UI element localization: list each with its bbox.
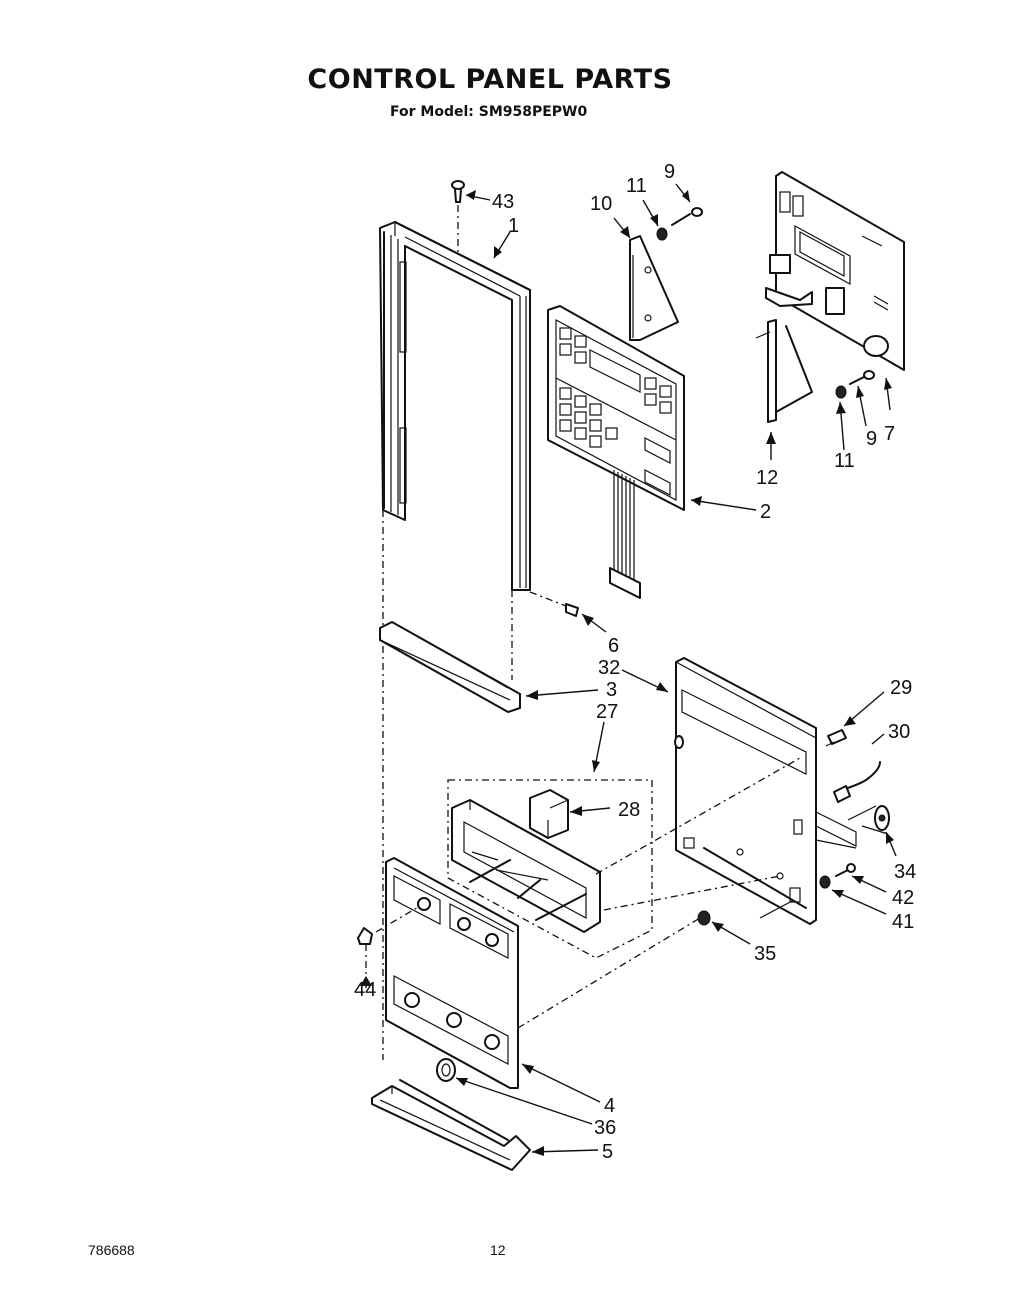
part-34-lamp-socket <box>815 805 890 849</box>
part-43-screw <box>451 180 465 252</box>
part-7-control-board <box>765 171 905 371</box>
callout-11-top: 11 <box>626 175 647 197</box>
callout-2: 2 <box>760 501 771 523</box>
callout-9-top: 9 <box>664 161 675 183</box>
callout-1: 1 <box>508 215 519 237</box>
callout-3: 3 <box>606 679 617 701</box>
callout-30: 30 <box>888 721 910 743</box>
page-number: 12 <box>490 1242 506 1258</box>
part-10-bracket <box>629 235 679 341</box>
callout-11-right: 11 <box>834 450 855 472</box>
callout-36: 36 <box>594 1117 616 1139</box>
callout-27: 27 <box>596 701 618 723</box>
part-11-washer-right <box>835 385 847 399</box>
callout-32: 32 <box>598 657 620 679</box>
callout-6: 6 <box>608 635 619 657</box>
callout-34: 34 <box>894 861 916 883</box>
callout-42: 42 <box>892 887 914 909</box>
part-36-knob <box>436 1058 456 1082</box>
document-number: 786688 <box>88 1242 135 1258</box>
part-3-trim-strip <box>379 621 521 713</box>
part-44-clip <box>357 927 373 985</box>
part-29-connector <box>825 729 847 747</box>
part-35-nut <box>697 910 711 926</box>
part-28-switch <box>529 789 569 839</box>
callout-9-right: 9 <box>866 428 877 450</box>
callout-28: 28 <box>618 799 640 821</box>
part-2-touch-panel <box>547 305 685 599</box>
callout-12: 12 <box>756 467 778 489</box>
part-27-assembly-box <box>447 779 653 959</box>
callout-5: 5 <box>602 1141 613 1163</box>
part-5-bottom-trim <box>371 1079 531 1171</box>
callout-4: 4 <box>604 1095 615 1117</box>
part-30-wire <box>833 761 881 803</box>
callout-43: 43 <box>492 191 514 213</box>
callout-29: 29 <box>890 677 912 699</box>
callout-35: 35 <box>754 943 776 965</box>
part-4-front-panel <box>375 757 801 1089</box>
callout-10: 10 <box>590 193 612 215</box>
part-6-screw <box>529 591 579 617</box>
part-42-screw <box>835 863 856 877</box>
model-subtitle: For Model: SM958PEPW0 <box>390 104 588 120</box>
part-41-washer <box>819 875 831 889</box>
part-1-frame <box>379 221 531 1060</box>
part-11-washer-top <box>656 227 668 241</box>
arrowheads <box>360 190 894 1156</box>
callout-41: 41 <box>892 911 914 933</box>
part-9-screw-right <box>849 370 875 385</box>
part-12-bracket <box>755 319 813 423</box>
callout-7: 7 <box>884 423 895 445</box>
callout-44: 44 <box>354 979 376 1001</box>
part-27-inner-frame <box>451 799 601 933</box>
part-32-mounting-plate <box>674 657 817 925</box>
callout-labels: 43 1 10 11 9 2 12 11 9 7 6 32 3 27 28 29… <box>354 161 916 1163</box>
part-9-screw-top <box>671 207 703 226</box>
page-title: CONTROL PANEL PARTS <box>307 64 673 95</box>
